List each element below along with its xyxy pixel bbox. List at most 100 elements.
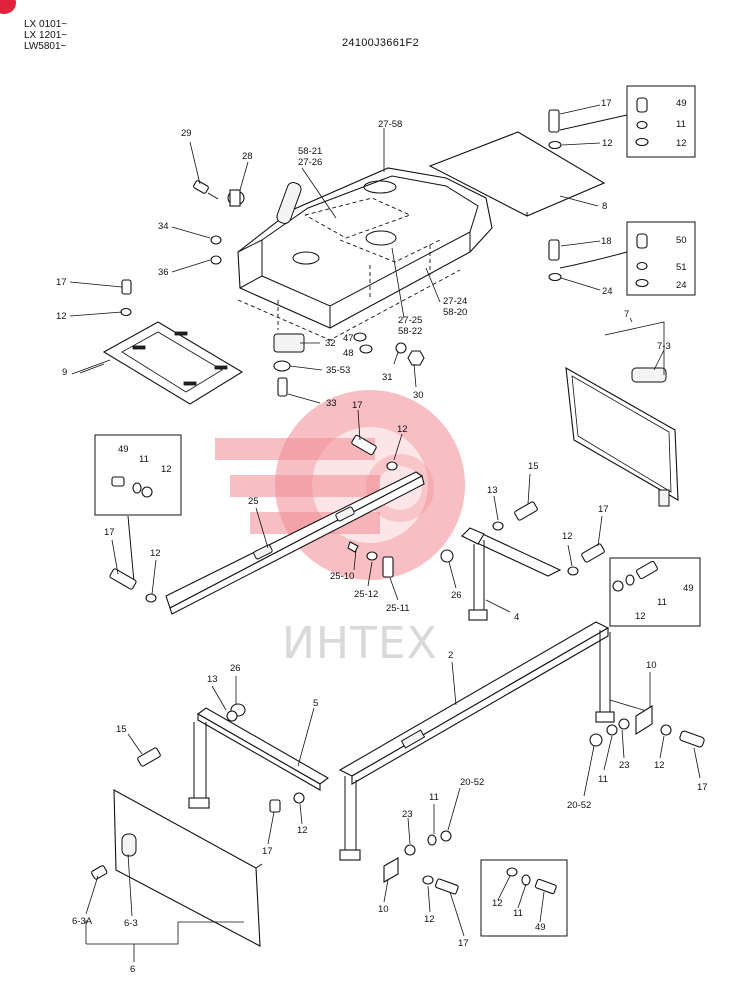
- callout: 34: [158, 221, 169, 232]
- callout: 25-10: [330, 571, 354, 582]
- side-panel-7: [565, 321, 679, 507]
- callout: 51: [676, 262, 687, 273]
- corner-badge: [0, 0, 16, 14]
- callout: 17: [598, 504, 609, 515]
- callout: 6-3: [124, 918, 138, 929]
- callout: 11: [513, 908, 523, 919]
- callout: 27-25: [398, 315, 422, 326]
- callout: 25-12: [354, 589, 378, 600]
- frame-5: [188, 707, 329, 809]
- callout: 12: [424, 914, 435, 925]
- callout: 12: [161, 464, 172, 475]
- callout: 11: [139, 454, 149, 465]
- callout: 13: [207, 674, 218, 685]
- callout: 4: [514, 612, 519, 623]
- callout: 12: [654, 760, 665, 771]
- callout: 49: [535, 922, 546, 933]
- callout: 49: [676, 98, 687, 109]
- callout: 23: [619, 760, 630, 771]
- callout: 12: [397, 424, 408, 435]
- callout: 5: [313, 698, 318, 709]
- callout: 35-53: [326, 365, 350, 376]
- callout: 32: [325, 338, 336, 349]
- watermark-text: ИНТЕХ: [282, 618, 438, 669]
- panel-6: [91, 789, 263, 947]
- callout: 58-21: [298, 146, 322, 157]
- callout: 58-22: [398, 326, 422, 337]
- callout: 12: [56, 311, 67, 322]
- detail-box-3: [94, 434, 182, 516]
- callout: 33: [326, 398, 337, 409]
- callout: 12: [635, 611, 646, 622]
- callout: 17: [697, 782, 708, 793]
- cover-8: [428, 131, 606, 217]
- callout: 17: [56, 277, 67, 288]
- callout: 17: [352, 400, 363, 411]
- detail-box-4: [609, 557, 701, 627]
- serial-line-2: LX 1201~: [24, 30, 68, 41]
- callout: 12: [150, 548, 161, 559]
- callout: 30: [413, 390, 424, 401]
- callout: 17: [458, 938, 469, 949]
- callout: 12: [676, 138, 687, 149]
- hood-fasteners: [120, 180, 425, 397]
- callout: 6-3A: [72, 916, 93, 927]
- drawing-code: 24100J3661F2: [342, 37, 419, 49]
- callout: 10: [378, 904, 389, 915]
- callout: 49: [118, 444, 129, 455]
- callout: 7: [624, 309, 629, 320]
- plate-9: [102, 321, 244, 405]
- callout: 12: [562, 531, 573, 542]
- callout: 11: [598, 774, 608, 785]
- callout: 20-52: [567, 800, 591, 811]
- callout: 20-52: [460, 777, 484, 788]
- callout: 58-20: [443, 307, 467, 318]
- leader-lines: [69, 104, 701, 962]
- bracket-25: [165, 471, 425, 615]
- callout: 27-26: [298, 157, 322, 168]
- detail-box-1: [626, 85, 696, 158]
- callout: 48: [343, 348, 354, 359]
- callout: 17: [104, 527, 115, 538]
- frame-2: [338, 621, 651, 861]
- callout: 7-3: [657, 341, 671, 352]
- hood-assembly: [237, 167, 493, 341]
- callout: 8: [602, 201, 607, 212]
- callout: 23: [402, 809, 413, 820]
- serial-line-3: LW5801~: [24, 41, 67, 52]
- callout: 24: [602, 286, 613, 297]
- detail-box-5: [480, 859, 568, 937]
- callout: 28: [242, 151, 253, 162]
- callout: 11: [429, 792, 439, 803]
- callout: 18: [601, 236, 612, 247]
- callout: 11: [676, 119, 686, 130]
- callout: 26: [230, 663, 241, 674]
- callout: 24: [676, 280, 687, 291]
- callout: 13: [487, 485, 498, 496]
- callout: 6: [130, 964, 135, 975]
- callout: 26: [451, 590, 462, 601]
- callout: 12: [297, 825, 308, 836]
- callout: 49: [683, 583, 694, 594]
- callout: 2: [448, 650, 453, 661]
- detail-box-2: [626, 221, 696, 296]
- frame-4: [460, 527, 562, 621]
- callout: 12: [602, 138, 613, 149]
- watermark-gear-logo: [215, 390, 465, 580]
- callout: 25: [248, 496, 259, 507]
- callout: 17: [262, 846, 273, 857]
- callout: 27-58: [378, 119, 402, 130]
- callout: 27-24: [443, 296, 467, 307]
- callout: 15: [528, 461, 539, 472]
- callout: 17: [601, 98, 612, 109]
- callout: 29: [181, 128, 192, 139]
- callout: 31: [382, 372, 393, 383]
- callout: 15: [116, 724, 127, 735]
- model-serials: LX 0101~ LX 1201~ LW5801~: [24, 19, 67, 52]
- callout: 9: [62, 367, 67, 378]
- callout: 10: [646, 660, 657, 671]
- callout: 47: [343, 333, 354, 344]
- callout: 36: [158, 267, 169, 278]
- callout-labels: 29 28 34 36 17 12 9 58-21 27-26 27-58 32…: [56, 98, 708, 975]
